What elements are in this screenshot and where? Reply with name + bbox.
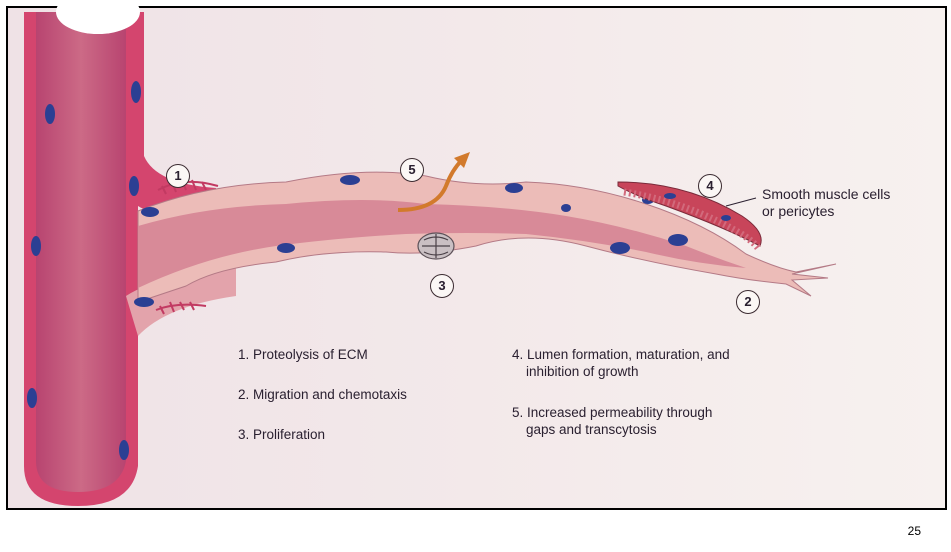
marker-2: 2 — [736, 290, 760, 314]
legend-item-5: 5. Increased permeability through gaps a… — [512, 404, 712, 438]
legend-item-3: 3. Proliferation — [238, 426, 325, 443]
nucleus — [119, 440, 129, 460]
nucleus — [561, 204, 571, 212]
marker-5: 5 — [400, 158, 424, 182]
nucleus — [505, 183, 523, 193]
nucleus — [141, 207, 159, 217]
nucleus — [610, 242, 630, 254]
legend-item-1: 1. Proteolysis of ECM — [238, 346, 368, 363]
marker-1: 1 — [166, 164, 190, 188]
parent-vessel-lumen — [36, 12, 126, 492]
nucleus — [277, 243, 295, 253]
page-number: 25 — [908, 524, 921, 538]
legend-item-5-line2: gaps and transcytosis — [512, 421, 712, 438]
angiogenesis-diagram — [6, 6, 947, 510]
legend-item-4: 4. Lumen formation, maturation, and inhi… — [512, 346, 730, 380]
nucleus — [129, 176, 139, 196]
nucleus — [31, 236, 41, 256]
marker-4: 4 — [698, 174, 722, 198]
legend-item-4-line2: inhibition of growth — [512, 363, 730, 380]
dividing-cell-icon — [418, 233, 454, 259]
legend-item-2: 2. Migration and chemotaxis — [238, 386, 407, 403]
smooth-muscle-label: Smooth muscle cells or pericytes — [762, 186, 890, 220]
smooth-muscle-label-line1: Smooth muscle cells — [762, 186, 890, 203]
nucleus — [45, 104, 55, 124]
legend-item-5-line1: 5. Increased permeability through — [512, 404, 712, 421]
nucleus — [131, 81, 141, 103]
nucleus — [27, 388, 37, 408]
legend-item-4-line1: 4. Lumen formation, maturation, and — [512, 346, 730, 363]
figure-frame: 1 5 4 3 2 Smooth muscle cells or pericyt… — [6, 6, 947, 510]
nucleus — [668, 234, 688, 246]
nucleus — [134, 297, 154, 307]
marker-3: 3 — [430, 274, 454, 298]
smooth-muscle-label-line2: or pericytes — [762, 203, 890, 220]
nucleus — [340, 175, 360, 185]
